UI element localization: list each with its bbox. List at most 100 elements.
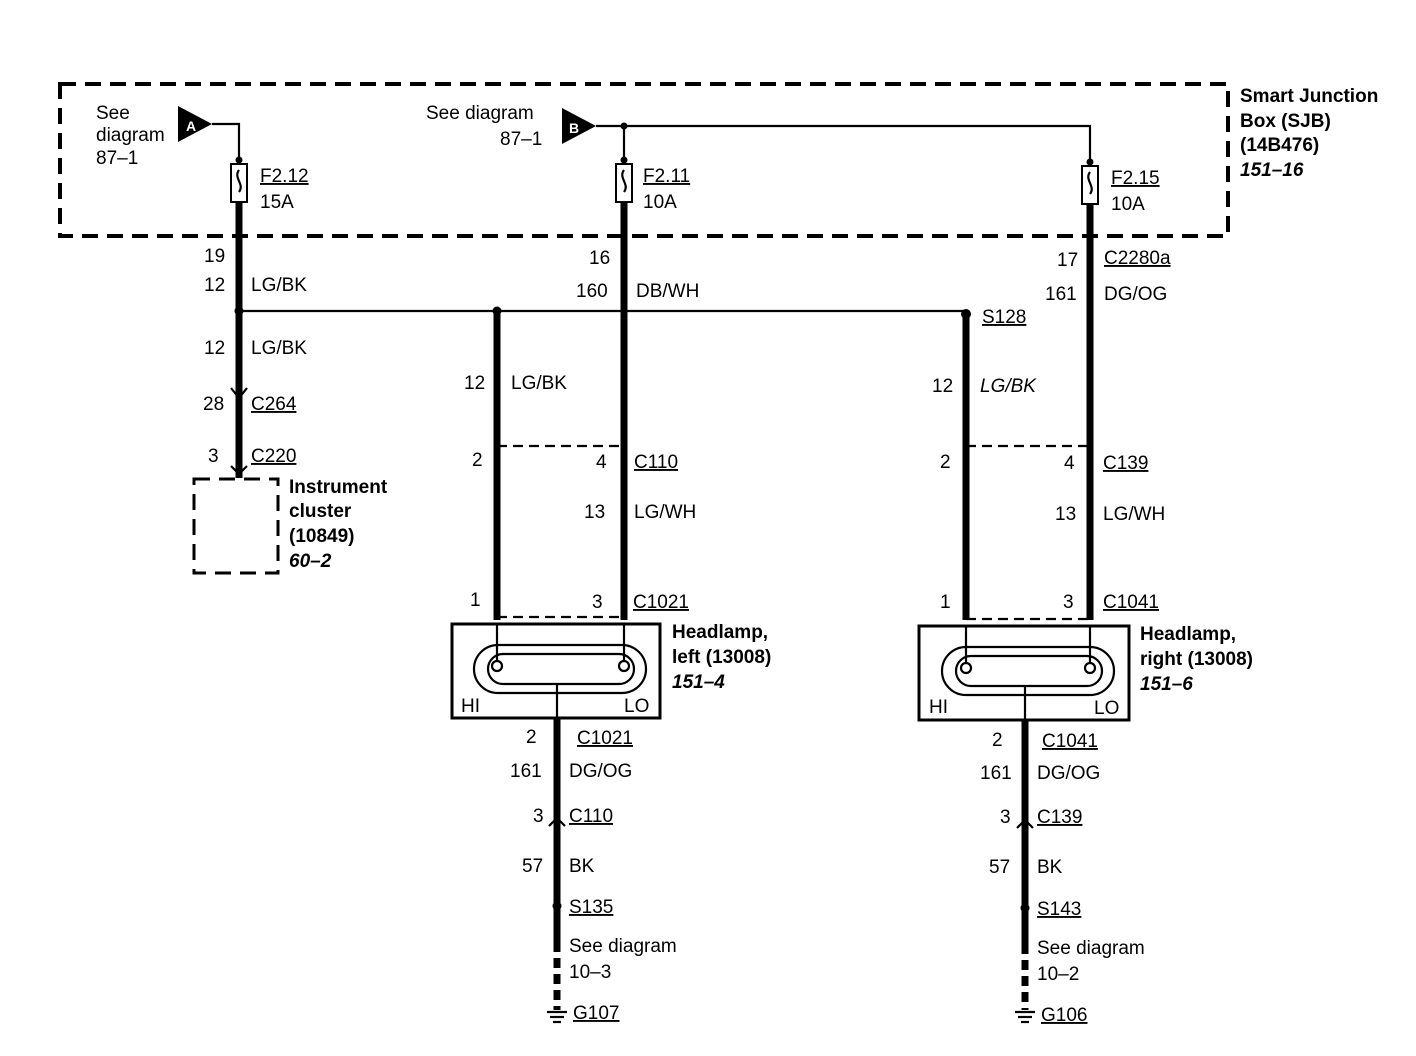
right-pin-1: 1: [940, 592, 951, 613]
ground-left-conn-c110: C110: [569, 806, 613, 827]
left-conn-c220: C220: [251, 446, 296, 467]
fuse-f211-id: F2.11: [643, 166, 690, 187]
left-color-a: LG/BK: [251, 275, 307, 296]
ground-right-pin-2: 2: [992, 730, 1003, 751]
ground-right-color-dgog: DG/OG: [1037, 763, 1100, 784]
ground-left-see-line1: See diagram: [569, 936, 677, 957]
left-pin-19: 19: [204, 246, 225, 267]
left-pin-3: 3: [208, 446, 219, 467]
fuse-f211-rating: 10A: [643, 192, 677, 213]
sjb-title-line2: Box (SJB): [1240, 111, 1331, 132]
ground-right-id: G106: [1041, 1005, 1087, 1026]
sjb-outline: [58, 82, 1230, 238]
ground-left-see-line2: 10–3: [569, 962, 611, 983]
right-pin-2: 2: [940, 452, 951, 473]
right-pin-17: 17: [1057, 250, 1078, 271]
connector-a-flag-icon: [178, 106, 212, 142]
right-conn-c139: C139: [1103, 453, 1148, 474]
ground-left-splice-dot: [552, 901, 562, 911]
center-circuit-12: 12: [464, 373, 485, 394]
headlamp-right-lo: LO: [1094, 698, 1119, 719]
ground-right-see-line1: See diagram: [1037, 938, 1145, 959]
ground-right-splice: S143: [1037, 899, 1081, 920]
center-pin-4: 4: [596, 452, 607, 473]
right-circuit-13: 13: [1055, 504, 1076, 525]
fuse-f215-id: F2.15: [1111, 168, 1160, 189]
splice-b-dot: [620, 122, 628, 130]
headlamp-left-bulb-inner: [486, 652, 636, 686]
left-circuit-12b: 12: [204, 338, 225, 359]
ground-left-id: G107: [573, 1003, 619, 1024]
center-color-lgwh: LG/WH: [634, 502, 696, 523]
center-color-lgbk: LG/BK: [511, 373, 567, 394]
headlamp-right-line2: right (13008): [1140, 649, 1253, 670]
headlamp-right-bulb-inner: [954, 654, 1104, 688]
connector-a-letter: A: [186, 118, 196, 134]
fuse-f215-rating: 10A: [1111, 194, 1145, 215]
left-color-b: LG/BK: [251, 338, 307, 359]
fuse-f212-rating: 15A: [260, 192, 294, 213]
connector-b-letter: B: [569, 120, 579, 136]
headlamp-left-line1: Headlamp,: [672, 622, 768, 643]
headlamp-right-hi: HI: [929, 697, 948, 718]
right-color-dgog: DG/OG: [1104, 284, 1167, 305]
headlamp-right-box: [917, 624, 1131, 722]
right-circuit-161: 161: [1045, 284, 1077, 305]
headlamp-right-ref: 151–6: [1140, 674, 1193, 695]
center-circuit-13: 13: [584, 502, 605, 523]
instrument-cluster-line3: (10849): [289, 526, 355, 547]
connector-a-see-line1: See: [96, 103, 130, 124]
sjb-part-number: (14B476): [1240, 135, 1319, 156]
ground-left-symbol-icon: [547, 1010, 567, 1024]
center-pin-16: 16: [589, 248, 610, 269]
ground-left-connector-icon: [548, 816, 566, 827]
center-circuit-160: 160: [576, 281, 608, 302]
ground-left-color-dgog: DG/OG: [569, 761, 632, 782]
ground-left-conn-c1021: C1021: [577, 728, 633, 749]
ground-right-circuit-57: 57: [989, 857, 1010, 878]
headlamp-left-lo: LO: [624, 696, 649, 717]
connector-b-see-line1: See diagram: [426, 103, 534, 124]
left-connector-c220-icon: [230, 465, 248, 476]
left-circuit-12a: 12: [204, 275, 225, 296]
headlamp-left-ref: 151–4: [672, 672, 725, 693]
right-color-lgbk: LG/BK: [980, 376, 1037, 397]
connector-b-see-line2: 87–1: [500, 129, 542, 150]
fuse-f212: [230, 156, 248, 203]
fuse-f212-id: F2.12: [260, 166, 309, 187]
instrument-cluster-outline: [192, 477, 280, 575]
instrument-cluster-line2: cluster: [289, 501, 352, 522]
left-connector-c264-icon: [230, 387, 248, 400]
ground-left-circuit-161: 161: [510, 761, 542, 782]
connector-a-see-line2: diagram: [96, 125, 165, 146]
right-circuit-12: 12: [932, 376, 953, 397]
center-pin-3: 3: [592, 592, 603, 613]
ground-right-circuit-161: 161: [980, 763, 1012, 784]
ground-right-splice-dot: [1020, 903, 1030, 913]
right-conn-c1041: C1041: [1103, 592, 1159, 613]
left-pin-28: 28: [203, 394, 224, 415]
ground-left-pin-2: 2: [526, 727, 537, 748]
ground-right-see-line2: 10–2: [1037, 964, 1079, 985]
headlamp-left-line2: left (13008): [672, 647, 771, 668]
fuse-f211: [615, 156, 633, 203]
headlamp-right-bulb-outer: [940, 645, 1116, 697]
connector-b-flag-icon: [562, 108, 596, 144]
wire-b-feed: [596, 124, 1092, 162]
ground-right-pin-3: 3: [1000, 807, 1011, 828]
center-pin-2: 2: [472, 450, 483, 471]
center-conn-c1021: C1021: [633, 592, 689, 613]
connector-a-see-line3: 87–1: [96, 148, 138, 169]
headlamp-left-bulb-outer: [472, 643, 648, 695]
ground-left-color-bk: BK: [569, 856, 595, 877]
center-color-dbwh: DB/WH: [636, 281, 699, 302]
headlamp-right-line1: Headlamp,: [1140, 624, 1236, 645]
center-pin-1: 1: [470, 590, 481, 611]
right-pin-3: 3: [1063, 592, 1074, 613]
splice-s128-label: S128: [982, 307, 1026, 328]
ground-right-conn-c139: C139: [1037, 807, 1082, 828]
sjb-ref: 151–16: [1240, 160, 1304, 181]
ground-right-connector-icon: [1016, 818, 1034, 829]
right-color-lgwh: LG/WH: [1103, 504, 1165, 525]
